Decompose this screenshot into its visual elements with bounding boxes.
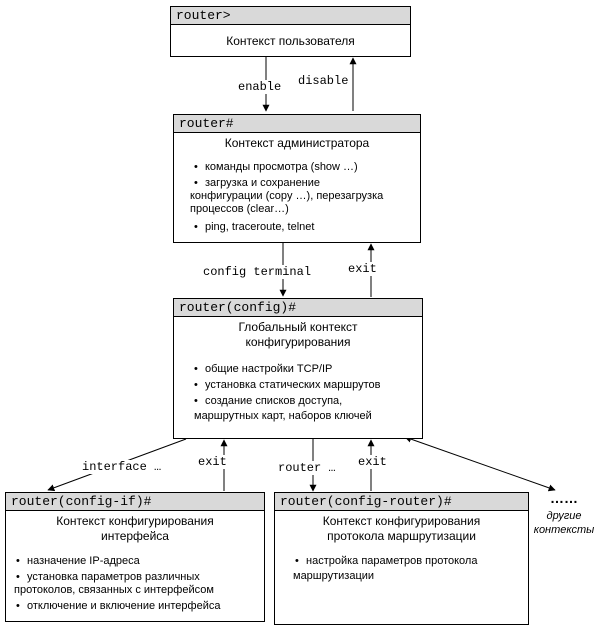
- user-context-prompt: router>: [171, 7, 410, 25]
- router-context-box: router(config-router)# Контекст конфигур…: [274, 492, 529, 625]
- admin-context-title: Контекст администратора: [224, 136, 370, 150]
- config-context-list: общие настройки TCP/IP установка статиче…: [192, 363, 422, 423]
- list-item: настройка параметров протокола: [293, 555, 528, 568]
- config-context-title-line2: конфигурирования: [245, 335, 351, 349]
- list-item: отключение и включение интерфейса: [14, 600, 264, 613]
- interface-context-prompt: router(config-if)#: [6, 493, 264, 511]
- list-item: конфигурации (copy …), перезагрузка: [190, 190, 384, 202]
- router-context-title-line1: Контекст конфигурирования: [322, 514, 481, 528]
- list-item: маршрутных карт, наборов ключей: [194, 410, 372, 422]
- admin-context-list: команды просмотра (show …) загрузка и со…: [190, 161, 420, 237]
- list-item: загрузка и сохранение: [192, 177, 420, 190]
- list-item: маршрутизации: [293, 570, 375, 582]
- other-contexts: …… другие контексты: [528, 490, 600, 537]
- list-item: общие настройки TCP/IP: [192, 363, 422, 376]
- list-item: протоколов, связанных с интерфейсом: [14, 584, 214, 596]
- interface-context-box: router(config-if)# Контекст конфигуриров…: [5, 492, 265, 622]
- exit-admin-label: exit: [348, 262, 377, 276]
- enable-label: enable: [238, 80, 282, 94]
- disable-label: disable: [298, 74, 349, 88]
- router-label: router …: [278, 461, 336, 475]
- list-item: ping, traceroute, telnet: [192, 221, 420, 234]
- exit-router-label: exit: [358, 455, 387, 469]
- interface-label: interface …: [82, 460, 162, 474]
- user-context-title: Контекст пользователя: [226, 34, 355, 48]
- admin-context-prompt: router#: [174, 115, 420, 133]
- list-item: команды просмотра (show …): [192, 161, 420, 174]
- config-terminal-label: config terminal: [203, 265, 312, 279]
- config-context-prompt: router(config)#: [174, 299, 422, 317]
- list-item: создание списков доступа,: [192, 395, 422, 408]
- interface-context-list: назначение IP-адреса установка параметро…: [14, 555, 264, 616]
- config-context-title-line1: Глобальный контекст: [238, 320, 358, 334]
- router-context-prompt: router(config-router)#: [275, 493, 528, 511]
- user-context-box: router> Контекст пользователя: [170, 6, 411, 57]
- other-contexts-line2: контексты: [533, 524, 595, 536]
- admin-context-box: router# Контекст администратора команды …: [173, 114, 421, 243]
- interface-context-title-line2: интерфейса: [101, 529, 169, 543]
- list-item: процессов (clear…): [190, 203, 289, 215]
- router-context-list: настройка параметров протокола маршрутиз…: [293, 555, 528, 583]
- list-item: установка статических маршрутов: [192, 379, 422, 392]
- list-item: назначение IP-адреса: [14, 555, 264, 568]
- router-context-title-line2: протокола маршрутизации: [327, 529, 476, 543]
- other-contexts-dots: ……: [550, 490, 578, 506]
- list-item: установка параметров различных: [14, 571, 264, 584]
- exit-if-label: exit: [198, 455, 227, 469]
- other-contexts-arrow: [404, 435, 556, 492]
- interface-context-title-line1: Контекст конфигурирования: [56, 514, 214, 528]
- config-context-box: router(config)# Глобальный контекст конф…: [173, 298, 423, 439]
- other-contexts-line1: другие: [546, 510, 582, 522]
